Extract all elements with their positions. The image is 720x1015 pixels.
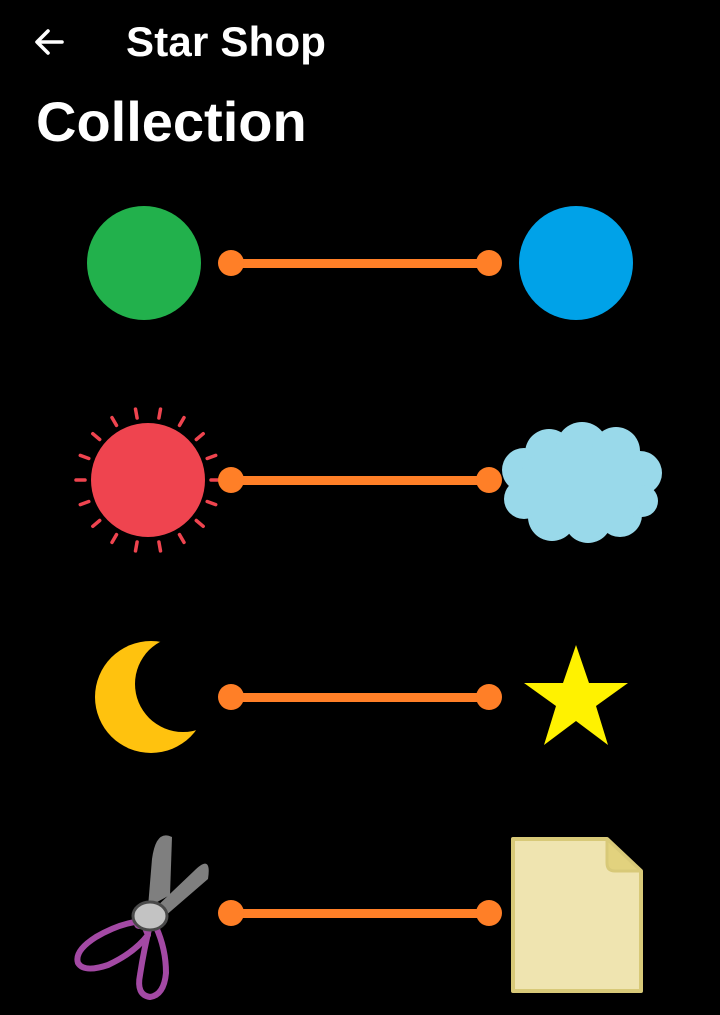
connector-start-dot[interactable] (218, 684, 244, 710)
pair-2-connector[interactable] (218, 465, 502, 495)
connector-start-dot[interactable] (218, 250, 244, 276)
pair-2-left-item[interactable] (64, 380, 224, 580)
pair-3-left-item[interactable] (64, 597, 224, 797)
sun-ray (133, 540, 139, 553)
connector-end-dot[interactable] (476, 250, 502, 276)
sun-ray (177, 532, 186, 545)
pair-1-connector[interactable] (218, 248, 502, 278)
pair-1-left-item[interactable] (64, 163, 224, 363)
green-circle-icon (87, 206, 201, 320)
sun-ray (91, 518, 102, 529)
pair-4-left-item[interactable] (60, 813, 230, 1013)
sun-ray (91, 431, 102, 442)
sun-ray (205, 453, 218, 461)
arrow-left-icon (35, 29, 64, 55)
sun-icon (74, 407, 222, 553)
connector-line (230, 908, 490, 918)
scissors-icon (74, 835, 209, 1000)
paper-icon (511, 837, 643, 993)
connector-line (230, 258, 490, 268)
blue-circle-icon (519, 206, 633, 320)
connector-start-dot[interactable] (218, 900, 244, 926)
pair-row-4 (0, 813, 720, 1013)
pair-2-right-item[interactable] (494, 380, 664, 580)
pair-4-right-item[interactable] (500, 813, 650, 1013)
connector-start-dot[interactable] (218, 467, 244, 493)
connector-end-dot[interactable] (476, 684, 502, 710)
sun-ray (110, 532, 119, 545)
sun-ray (157, 407, 163, 420)
page-title: Collection (36, 90, 307, 153)
pair-3-connector[interactable] (218, 682, 502, 712)
pair-row-3 (0, 597, 720, 797)
connector-end-dot[interactable] (476, 467, 502, 493)
pair-row-1 (0, 163, 720, 363)
sun-ray (110, 415, 119, 428)
connector-end-dot[interactable] (476, 900, 502, 926)
sun-ray (177, 415, 186, 428)
sun-ray (78, 453, 91, 461)
sun-ray (157, 540, 163, 553)
top-app-bar: Star Shop (0, 0, 720, 80)
pair-row-2 (0, 380, 720, 580)
sun-ray (194, 431, 205, 442)
back-button[interactable] (26, 20, 72, 64)
pair-1-right-item[interactable] (496, 163, 656, 363)
pair-4-connector[interactable] (218, 898, 502, 928)
connector-line (230, 475, 490, 485)
star-icon (524, 645, 628, 745)
connector-line (230, 692, 490, 702)
app-title: Star Shop (126, 18, 327, 65)
sun-ray (194, 518, 205, 529)
sun-ray (78, 499, 91, 507)
sun-ray (205, 499, 218, 507)
moon-icon (95, 641, 207, 753)
pair-3-right-item[interactable] (496, 597, 656, 797)
sun-ray (133, 407, 139, 420)
cloud-icon (502, 422, 662, 543)
